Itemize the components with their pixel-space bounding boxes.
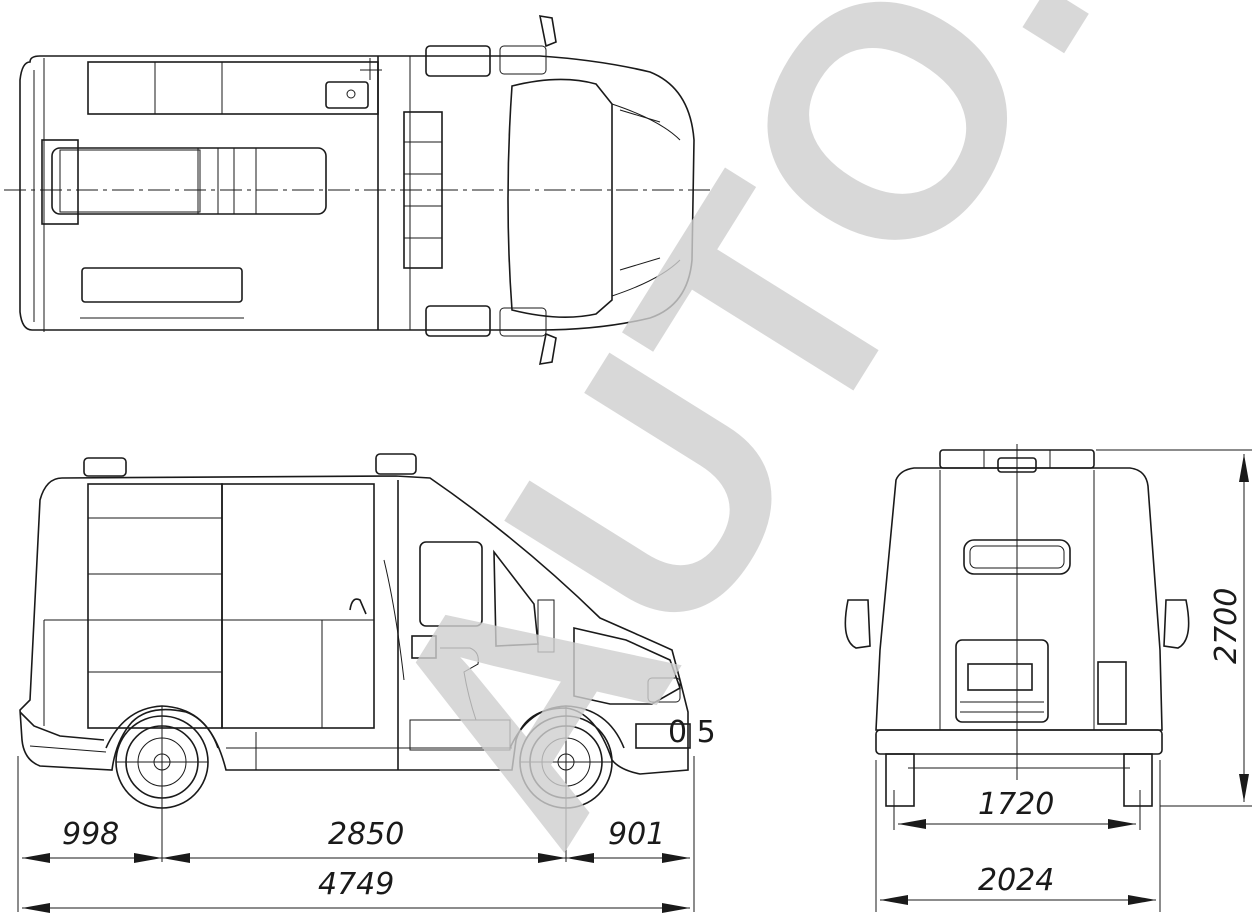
dim-rear-overhang: 998 (62, 817, 119, 852)
watermark: AUTO.RU (306, 0, 1252, 897)
side-dimension-lines (17, 756, 695, 913)
top-view (4, 15, 712, 365)
dim-rear-track: 1720 (978, 787, 1054, 822)
svg-text:0 5: 0 5 (668, 715, 716, 750)
dim-overall-height: 2700 (1209, 588, 1244, 664)
dim-front-overhang: 901 (608, 817, 665, 852)
dim-overall-length: 4749 (318, 867, 394, 902)
dim-wheelbase: 2850 (328, 817, 404, 852)
rear-view (844, 444, 1252, 912)
dim-overall-width: 2024 (978, 863, 1054, 898)
watermark-text: AUTO.RU (306, 0, 1252, 897)
side-view: 0 5 (19, 453, 716, 862)
